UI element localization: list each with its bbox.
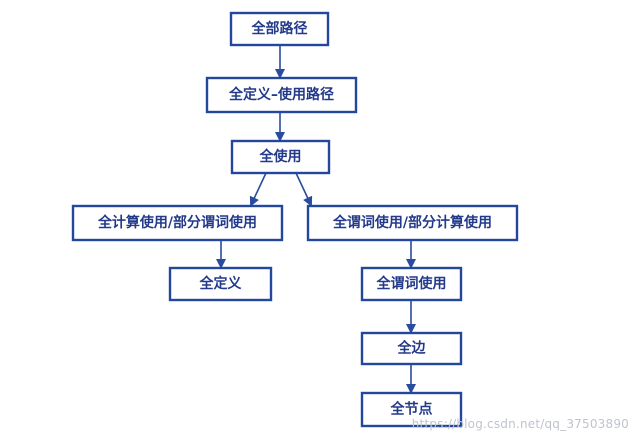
node-all-uses: 全使用 xyxy=(230,139,331,175)
node-box xyxy=(360,266,463,302)
nodes-layer: 全部路径全定义–使用路径全使用全计算使用/部分谓词使用全谓词使用/部分计算使用全… xyxy=(71,11,519,428)
edges-layer xyxy=(216,45,416,394)
edge-all-uses-to-all-c-uses-some-p-uses xyxy=(249,172,267,207)
edge-all-uses-to-all-p-uses-some-c-uses xyxy=(295,172,313,207)
node-box xyxy=(168,266,273,302)
node-box xyxy=(205,76,358,114)
node-all-c-uses-some-p-uses: 全计算使用/部分谓词使用 xyxy=(71,204,284,242)
node-label: 全谓词使用/部分计算使用 xyxy=(332,214,492,231)
watermark-text: https://blog.csdn.net/qq_37503890 xyxy=(411,417,629,431)
node-label: 全边 xyxy=(397,340,427,357)
node-box xyxy=(71,204,284,242)
node-box xyxy=(360,331,463,366)
node-all-du-paths: 全定义–使用路径 xyxy=(205,76,358,114)
node-box xyxy=(229,11,330,47)
node-all-edges: 全边 xyxy=(360,331,463,366)
node-label: 全谓词使用 xyxy=(376,275,447,292)
node-label: 全定义–使用路径 xyxy=(228,86,334,103)
node-label: 全定义 xyxy=(199,275,242,292)
node-all-paths: 全部路径 xyxy=(229,11,330,47)
node-all-defs: 全定义 xyxy=(168,266,273,302)
node-label: 全节点 xyxy=(390,401,433,418)
node-all-p-uses-some-c-uses: 全谓词使用/部分计算使用 xyxy=(306,204,519,242)
node-box xyxy=(230,139,331,175)
node-label: 全部路径 xyxy=(251,20,308,37)
node-all-nodes: 全节点 xyxy=(360,391,463,428)
node-box xyxy=(360,391,463,428)
node-label: 全使用 xyxy=(259,148,302,165)
node-box xyxy=(306,204,519,242)
node-all-p-uses: 全谓词使用 xyxy=(360,266,463,302)
node-label: 全计算使用/部分谓词使用 xyxy=(97,214,257,231)
